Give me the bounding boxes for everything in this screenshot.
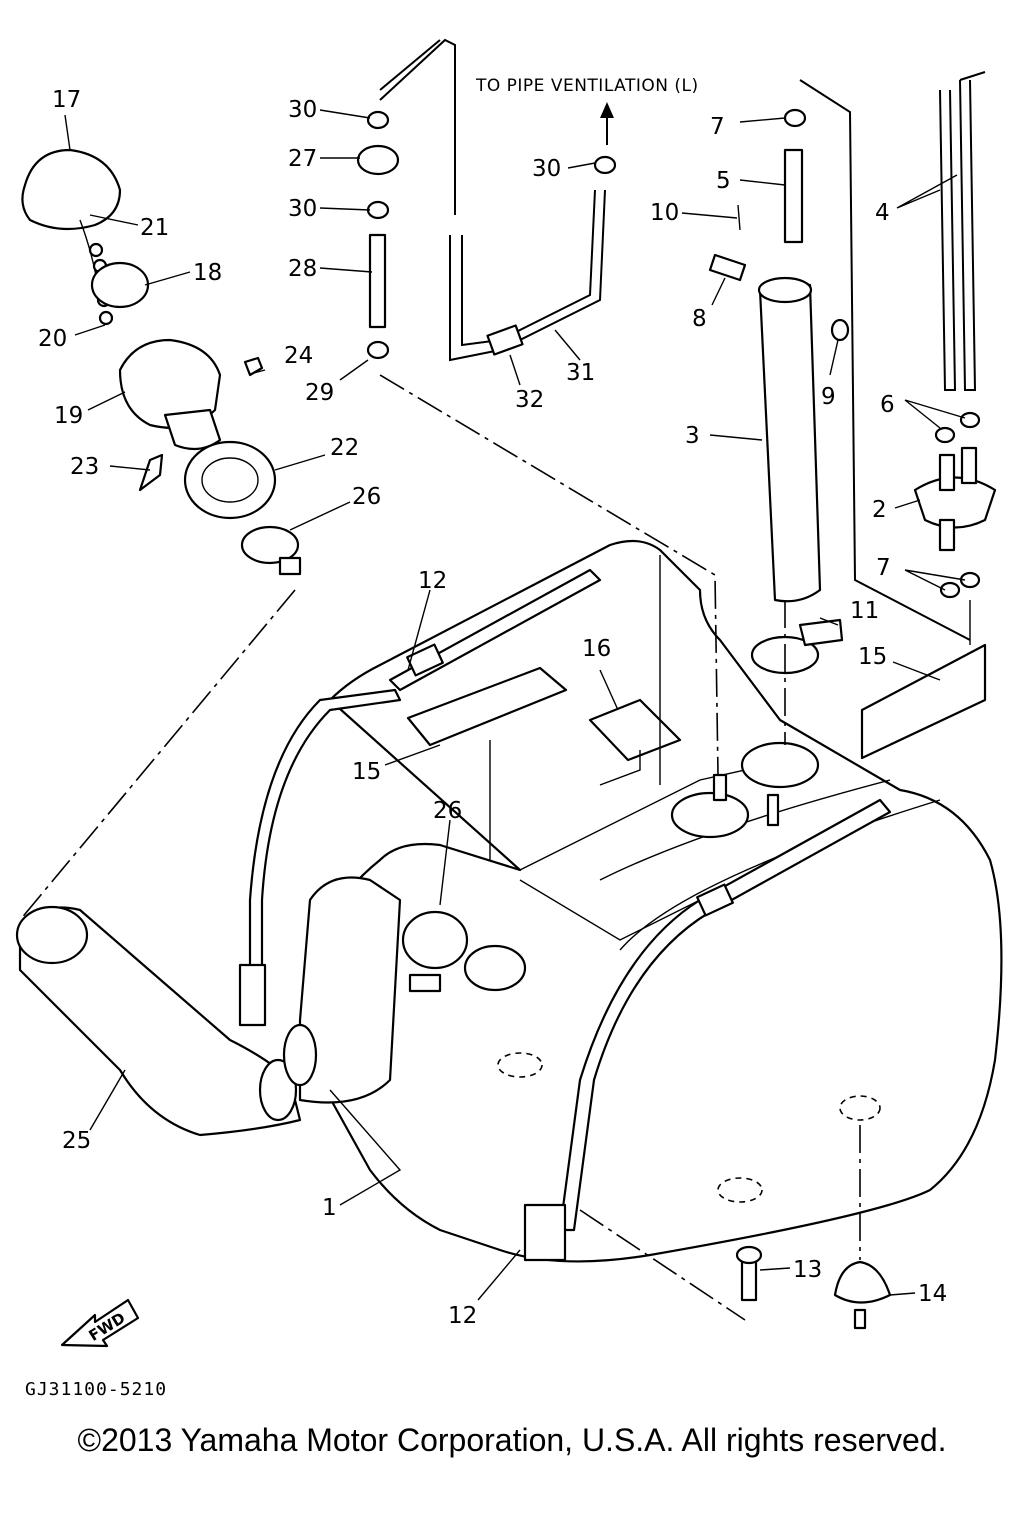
callout-30a: 30 xyxy=(288,97,317,123)
callout-4: 4 xyxy=(875,200,890,226)
vent-line-parts xyxy=(356,38,617,362)
callout-11: 11 xyxy=(850,598,879,624)
callout-5: 5 xyxy=(716,168,731,194)
pads-and-bolts xyxy=(406,643,987,1330)
fuel-tank xyxy=(305,539,1003,1263)
callout-19: 19 xyxy=(54,403,83,429)
leader-lines xyxy=(64,109,966,1301)
callout-7a: 7 xyxy=(710,114,725,140)
callout-32: 32 xyxy=(515,387,544,413)
callout-18: 18 xyxy=(193,260,222,286)
callout-29: 29 xyxy=(305,380,334,406)
vent-note: TO PIPE VENTILATION (L) xyxy=(475,76,699,96)
callout-6: 6 xyxy=(880,392,895,418)
callout-20: 20 xyxy=(38,326,67,352)
callout-17: 17 xyxy=(52,87,81,113)
callout-26b: 26 xyxy=(433,798,462,824)
callout-labels: 1 2 3 4 5 6 7 7 8 9 10 11 12 12 13 14 15… xyxy=(25,76,947,1400)
callout-10: 10 xyxy=(650,200,679,226)
callout-7b: 7 xyxy=(876,555,891,581)
filler-cap-group xyxy=(21,148,277,520)
callout-16: 16 xyxy=(582,636,611,662)
callout-22: 22 xyxy=(330,435,359,461)
callout-23: 23 xyxy=(70,454,99,480)
callout-30c: 30 xyxy=(532,156,561,182)
callout-14: 14 xyxy=(918,1281,947,1307)
callout-15a: 15 xyxy=(858,644,887,670)
tank-straps xyxy=(238,568,892,1262)
fwd-arrow-icon: FWD xyxy=(60,1298,140,1348)
assembly-lines xyxy=(19,374,971,1321)
callout-8: 8 xyxy=(692,306,707,332)
callout-25: 25 xyxy=(62,1128,91,1154)
callout-24: 24 xyxy=(284,343,313,369)
callout-1: 1 xyxy=(322,1195,337,1221)
callout-3: 3 xyxy=(685,423,700,449)
drawing-code: GJ31100-5210 xyxy=(25,1379,167,1400)
callout-12a: 12 xyxy=(418,568,447,594)
hose-clamps xyxy=(240,525,302,576)
callout-30b: 30 xyxy=(288,196,317,222)
callout-21: 21 xyxy=(140,215,169,241)
callout-28: 28 xyxy=(288,256,317,282)
callout-31: 31 xyxy=(566,360,595,386)
callout-12b: 12 xyxy=(448,1303,477,1329)
callout-9: 9 xyxy=(821,384,836,410)
callout-26a: 26 xyxy=(352,484,381,510)
copyright-notice: ©2013 Yamaha Motor Corporation, U.S.A. A… xyxy=(77,1422,947,1458)
fuel-hose xyxy=(15,876,402,1137)
callout-27: 27 xyxy=(288,146,317,172)
callout-15b: 15 xyxy=(352,759,381,785)
callout-13: 13 xyxy=(793,1257,822,1283)
callout-2: 2 xyxy=(872,497,887,523)
filler-tube-group xyxy=(708,71,997,675)
